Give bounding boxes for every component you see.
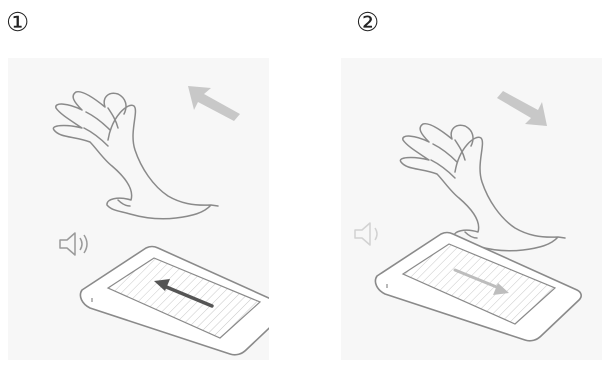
step-label-2: ② <box>356 8 379 38</box>
phone-icon <box>375 233 581 341</box>
hand-icon <box>53 92 218 219</box>
phone-icon <box>80 247 269 355</box>
gesture-panel-2 <box>341 58 602 360</box>
speaker-icon <box>60 233 87 255</box>
speaker-icon <box>355 223 377 245</box>
gesture-illustration-2 <box>341 58 602 360</box>
swipe-arrow-icon <box>497 91 547 126</box>
gesture-panel-1 <box>8 58 269 360</box>
swipe-arrow-icon <box>188 86 240 121</box>
step-label-1: ① <box>6 8 29 38</box>
gesture-illustration-1 <box>8 58 269 360</box>
hand-icon <box>400 124 565 251</box>
